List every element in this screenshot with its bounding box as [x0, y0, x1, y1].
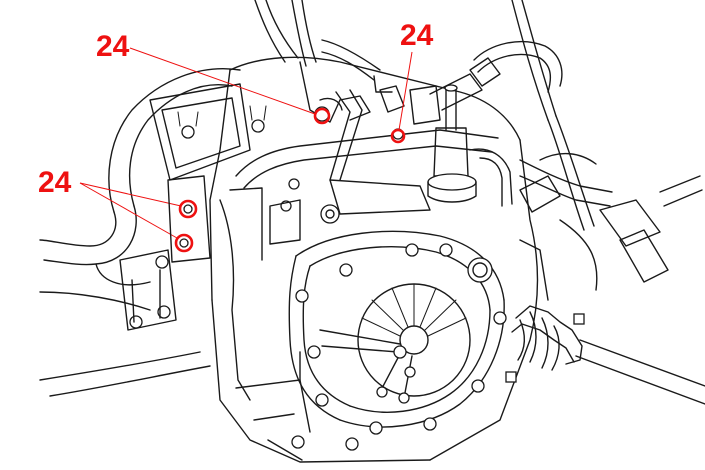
leader-line-b — [398, 51, 413, 131]
left-mount-bracket — [119, 83, 267, 331]
left-hose-assembly — [39, 68, 241, 397]
right-hose-connector — [519, 153, 703, 301]
drive-shaft — [505, 305, 705, 405]
bolt-marker-c1 — [178, 199, 198, 219]
callout-label-c: 24 — [38, 166, 72, 199]
callout-24-b: 24 — [390, 19, 434, 144]
shift-lever-bracket — [320, 75, 513, 224]
bolt-marker-b — [390, 128, 406, 144]
callout-24-c: 24 — [38, 166, 211, 263]
flywheel-spokes — [319, 283, 471, 404]
callout-24-a: 24 — [96, 30, 331, 125]
leader-line-c1 — [79, 182, 182, 207]
leader-line-c2 — [79, 182, 178, 239]
callout-label-a: 24 — [96, 30, 130, 63]
upper-wiring-harness — [254, 0, 595, 231]
lower-housing-details — [229, 178, 311, 461]
converter-housing — [288, 230, 507, 451]
leader-line-a — [129, 47, 316, 115]
callout-label-b: 24 — [400, 19, 434, 52]
bolt-marker-a — [313, 107, 331, 125]
transaxle-case — [209, 56, 539, 463]
bolt-marker-c2 — [174, 233, 194, 253]
